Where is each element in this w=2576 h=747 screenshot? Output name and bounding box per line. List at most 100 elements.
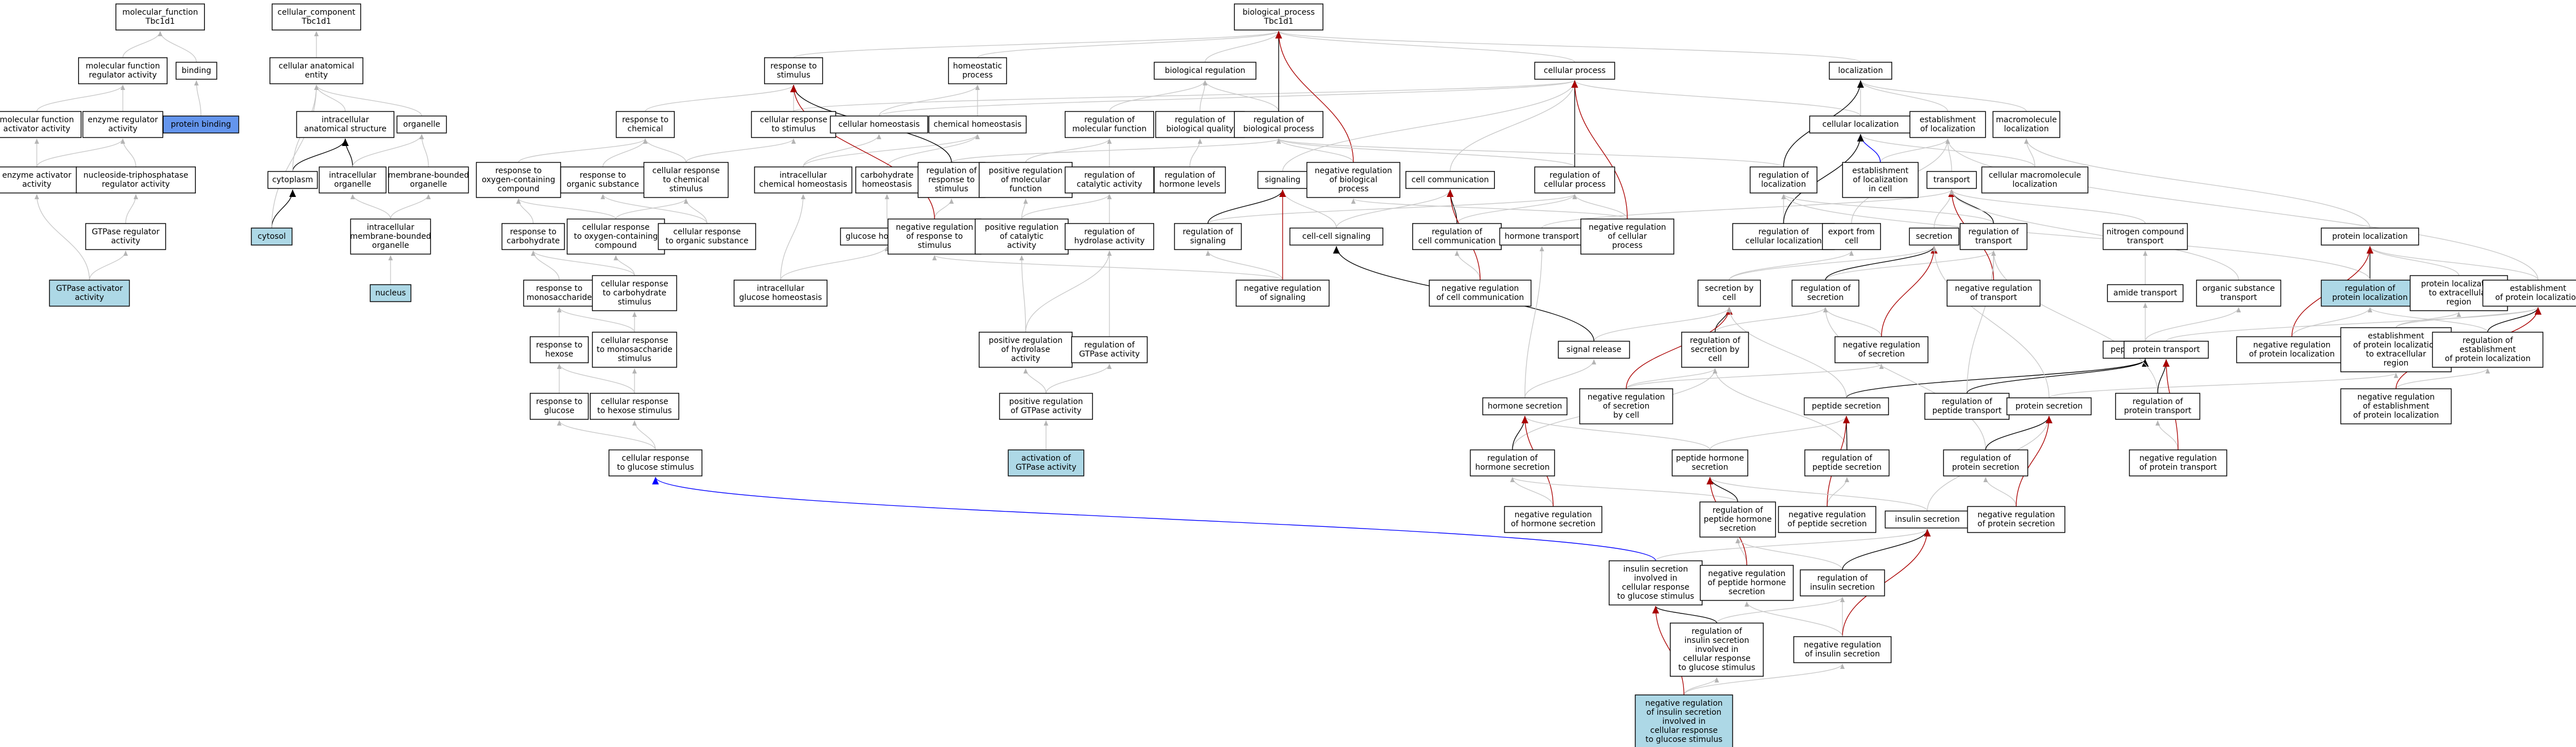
go-term-node-sigrel[interactable]: signal release xyxy=(1558,341,1630,359)
go-term-node-cytosol[interactable]: cytosol xyxy=(251,227,293,246)
go-term-node-secretion[interactable]: secretion xyxy=(1909,227,1960,246)
go-term-node-ccsig[interactable]: cell-cell signaling xyxy=(1289,227,1383,246)
go-term-node-chemhomeo[interactable]: chemical homeostasis xyxy=(928,115,1027,134)
go-term-node-protrans[interactable]: protein transport xyxy=(2123,341,2209,359)
go-term-node-organelle[interactable]: organelle xyxy=(396,115,447,134)
go-term-node-pepsec[interactable]: peptide secretion xyxy=(1803,397,1889,415)
go-term-node-signaling[interactable]: signaling xyxy=(1257,171,1308,189)
go-term-node-cproc[interactable]: cellular process xyxy=(1534,62,1615,80)
go-term-node-protsec[interactable]: protein secretion xyxy=(2006,397,2092,415)
go-term-node-ccomm[interactable]: cell communication xyxy=(1405,171,1495,189)
go-term-node-htrans[interactable]: hormone transport xyxy=(1499,227,1585,246)
go-term-node-ploc[interactable]: protein localization xyxy=(2321,227,2419,246)
go-term-node-breg[interactable]: biological regulation xyxy=(1154,62,1257,80)
go-term-node-pbind[interactable]: protein binding xyxy=(162,115,239,134)
go-term-node-cytoplasm[interactable]: cytoplasm xyxy=(267,171,318,189)
go-term-node-chomeo[interactable]: cellular homeostasis xyxy=(830,115,928,134)
go-term-node-insec[interactable]: insulin secretion xyxy=(1884,510,1970,529)
go-term-node-loc[interactable]: localization xyxy=(1829,62,1892,80)
go-term-node-clocal[interactable]: cellular localization xyxy=(1809,115,1912,134)
go-term-node-binding[interactable]: binding xyxy=(175,62,217,80)
